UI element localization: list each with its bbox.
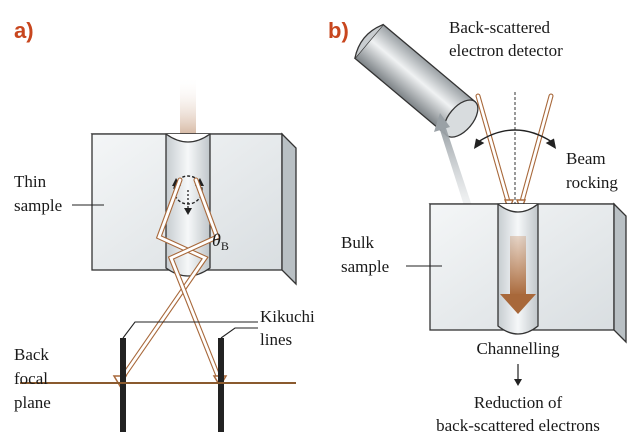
beam-rocking-line1: Beam (566, 149, 606, 168)
bulk-sample-label-line1: Bulk (341, 233, 375, 252)
back-focal-label-line2: focal (14, 369, 48, 388)
kikuchi-leaders (122, 321, 258, 339)
kikuchi-label-line1: Kikuchi (260, 307, 315, 326)
detector-label-line2: electron detector (449, 41, 563, 60)
rocking-arc (473, 129, 557, 149)
thin-sample-block (90, 132, 297, 286)
channelling-arrow (500, 236, 536, 314)
bse-path-arrow (434, 113, 474, 212)
back-focal-label-line3: plane (14, 393, 51, 412)
thin-sample-label-line1: Thin (14, 172, 47, 191)
back-focal-label-line1: Back (14, 345, 49, 364)
reduction-label-line2: back-scattered electrons (436, 416, 600, 435)
thin-sample-label-line2: sample (14, 196, 62, 215)
kikuchi-line-bars (120, 338, 224, 432)
panel-b-label: b) (328, 18, 349, 43)
bse-detector (353, 23, 479, 138)
diffracted-beams (112, 177, 228, 388)
reduction-label-line1: Reduction of (474, 393, 563, 412)
reduction-arrow (514, 364, 522, 386)
panel-a-label: a) (14, 18, 34, 43)
beam-rocking-line2: rocking (566, 173, 618, 192)
bulk-sample-block (428, 202, 627, 344)
kikuchi-label-line2: lines (260, 330, 292, 349)
theta-b-label: θB (212, 230, 229, 253)
detector-label-line1: Back-scattered (449, 18, 550, 37)
channelling-label: Channelling (476, 339, 560, 358)
bulk-sample-label-line2: sample (341, 257, 389, 276)
